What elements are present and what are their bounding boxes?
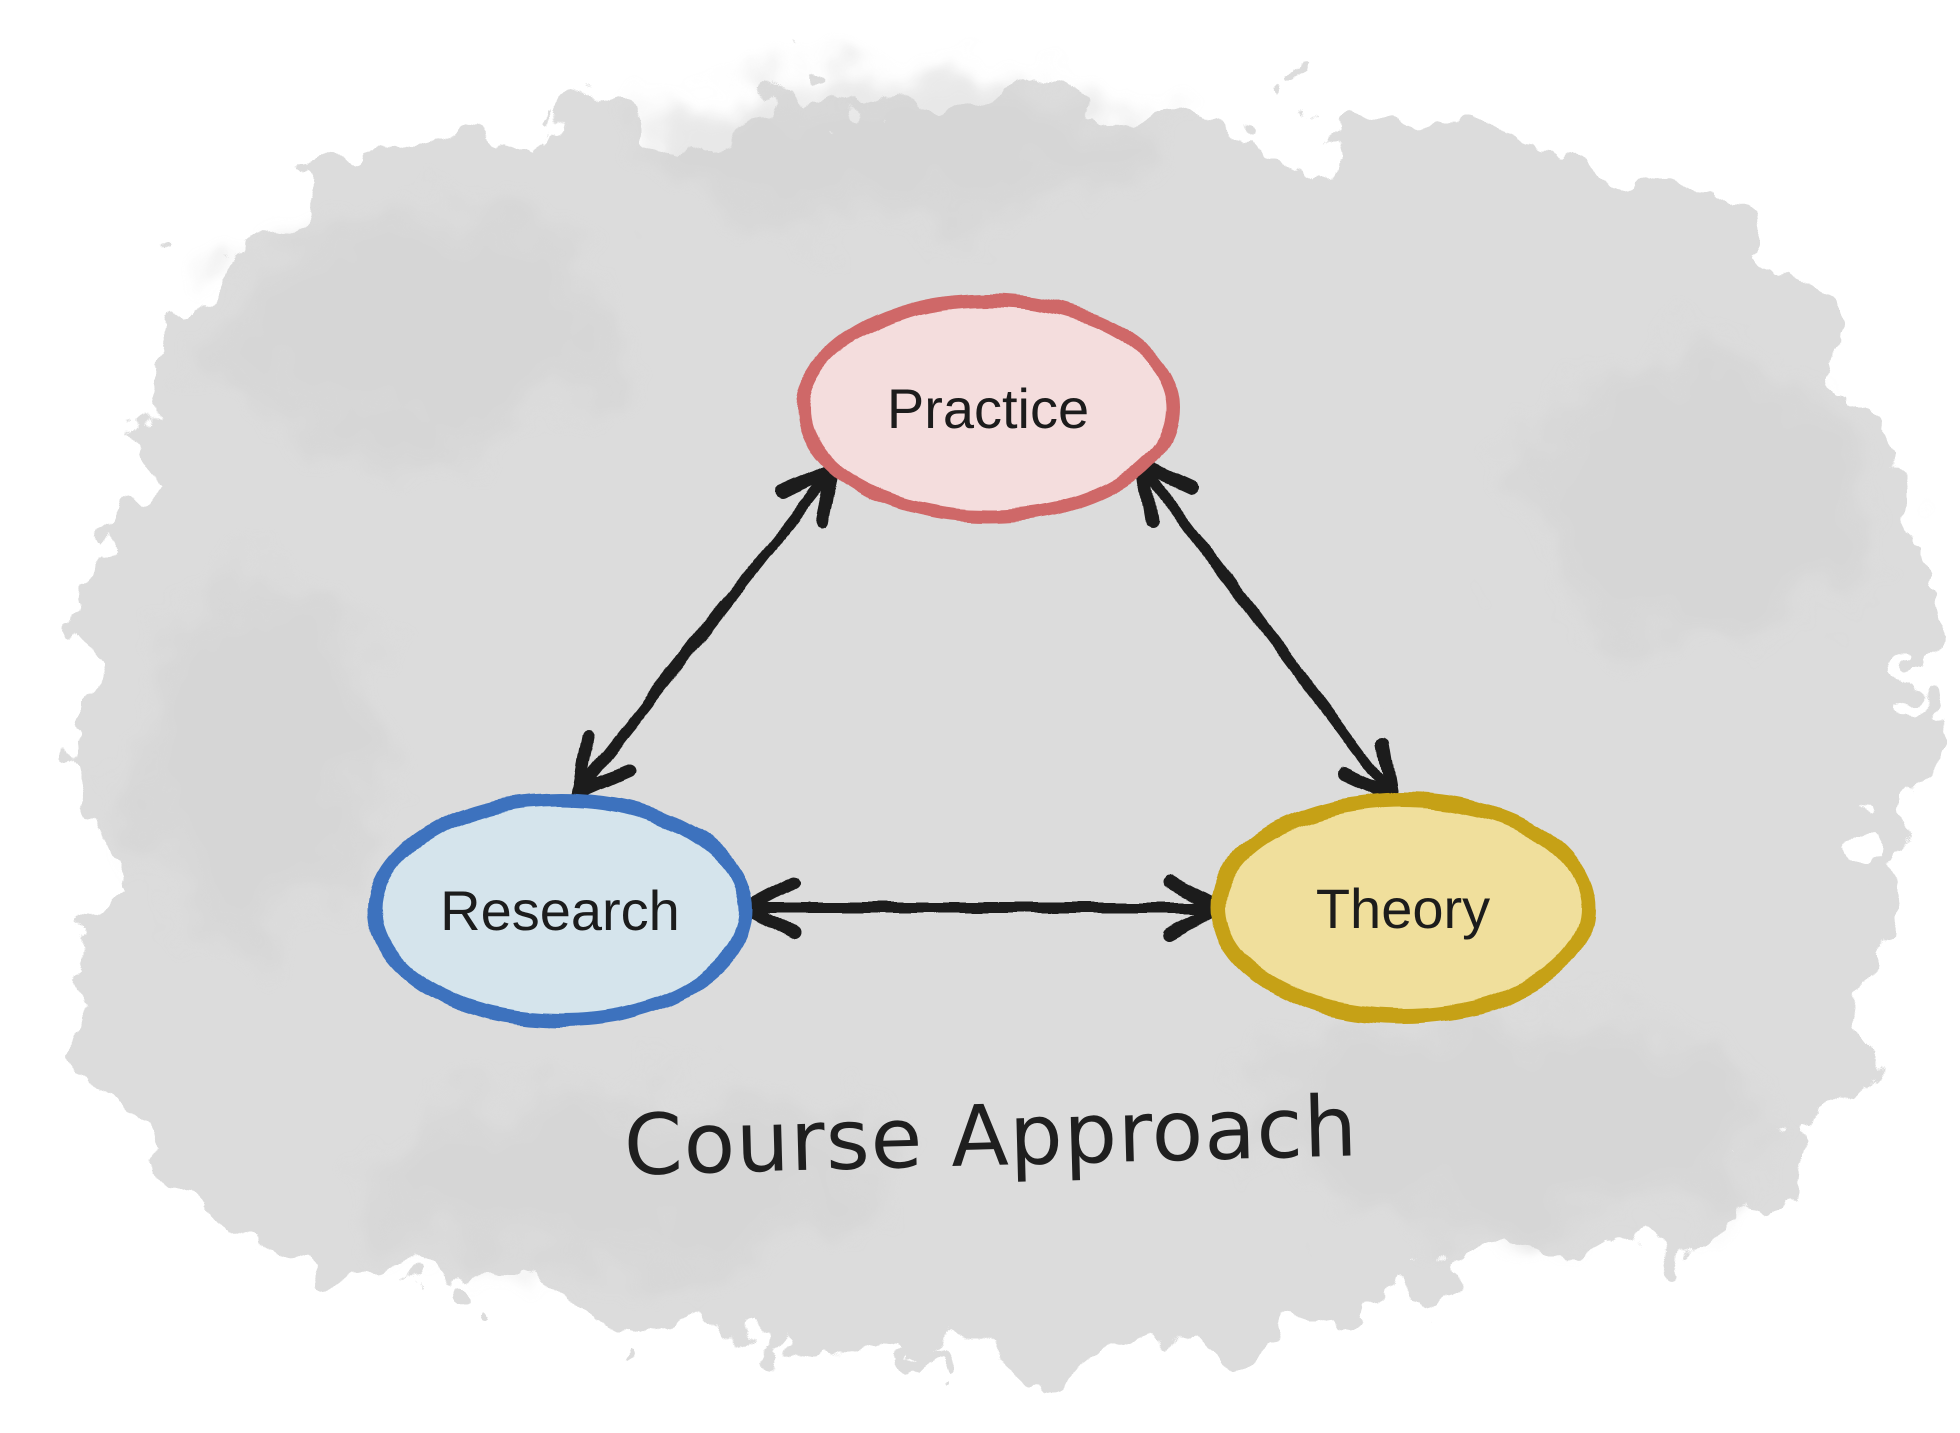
research-node-ellipse xyxy=(368,793,752,1027)
diagram-nodes: Practice Research Theory xyxy=(368,293,1596,1027)
edge-shaft xyxy=(572,464,838,798)
spatter-dot xyxy=(176,1066,194,1084)
arrowhead-barb xyxy=(738,901,801,941)
arrowhead-barb xyxy=(571,763,635,799)
spatter-dot xyxy=(91,696,99,704)
spatter-dot xyxy=(397,1292,413,1308)
spatter-dot xyxy=(814,64,826,76)
arrowhead-barb xyxy=(1162,875,1225,915)
arrowhead-barb xyxy=(1162,901,1225,941)
mottle-patch xyxy=(220,210,620,450)
arrowhead-barb xyxy=(775,463,839,499)
arrowhead-barb xyxy=(815,463,839,531)
diagram-title: Course Approach xyxy=(623,1077,1359,1194)
edge-shaft xyxy=(1136,459,1398,803)
research-node-label: Research xyxy=(440,879,680,942)
practice-node-ellipse xyxy=(796,293,1180,523)
spatter-dot xyxy=(1890,635,1900,645)
mottle-patch xyxy=(1520,360,1880,640)
arrowhead-barb xyxy=(571,731,595,799)
mottle-patch xyxy=(640,80,1160,220)
spatter-dot xyxy=(1393,1278,1407,1292)
spatter-dot xyxy=(515,115,525,125)
spatter-dot xyxy=(234,1179,246,1191)
mottle-patch xyxy=(360,1090,880,1270)
practice-node-label: Practice xyxy=(887,377,1089,440)
mottle-patch xyxy=(140,580,380,940)
spatter-dot xyxy=(115,900,125,910)
arrowhead-barb xyxy=(738,875,801,915)
edge-research-theory-arrow xyxy=(738,875,1225,941)
spatter-dot xyxy=(1847,892,1863,908)
spatter-dot xyxy=(1273,88,1287,102)
theory-node-label: Theory xyxy=(1316,877,1490,940)
wash-mottling xyxy=(140,80,1880,1270)
spatter-dot xyxy=(1851,411,1869,429)
diagram-edges xyxy=(571,458,1399,941)
arrowhead-barb xyxy=(1376,736,1399,804)
theory-node-ellipse xyxy=(1210,792,1596,1024)
mottle-patch xyxy=(1240,1010,1760,1230)
edge-practice-research-arrow xyxy=(571,463,839,799)
spatter-dot xyxy=(614,1339,626,1351)
spatter-dot xyxy=(1115,1325,1125,1335)
spatter-dot xyxy=(896,1356,914,1374)
spatter-dot xyxy=(1694,214,1706,226)
